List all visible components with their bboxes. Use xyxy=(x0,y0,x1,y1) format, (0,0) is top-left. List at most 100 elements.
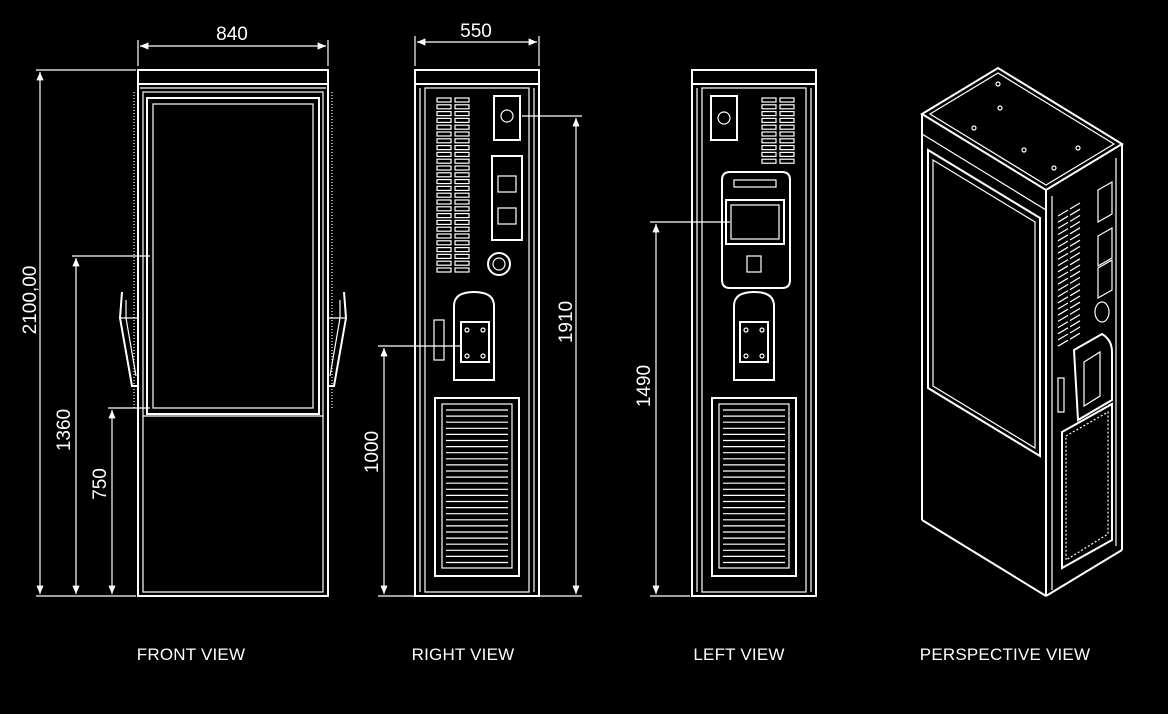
vent-slot xyxy=(436,145,452,151)
vent-slot xyxy=(761,110,777,117)
perspective-view xyxy=(920,66,1124,597)
vent-slot xyxy=(436,179,452,185)
vent-slot xyxy=(1057,271,1069,279)
front-dimensions: 840 2100,00 1360 750 xyxy=(20,24,329,597)
vent-slot xyxy=(1069,332,1081,340)
vent-slot xyxy=(1057,296,1069,304)
vent-slot xyxy=(1057,339,1069,347)
vent-slot xyxy=(1069,301,1081,309)
vent-slot xyxy=(454,124,470,130)
vent-slot xyxy=(454,247,470,253)
vent-slot xyxy=(1057,215,1069,223)
vent-slot xyxy=(454,253,470,259)
vent-slot xyxy=(436,213,452,219)
vent-slot xyxy=(1069,258,1081,266)
right-handle-dim: 1000 xyxy=(362,431,383,473)
vent-slot xyxy=(761,104,777,110)
vent-slot xyxy=(1057,277,1069,285)
vent-slot xyxy=(1057,228,1069,236)
vent-slot xyxy=(454,104,470,110)
vent-slot xyxy=(454,110,470,117)
vent-slot xyxy=(436,124,452,130)
vent-slot xyxy=(761,158,777,164)
vent-slot xyxy=(436,199,452,205)
vent-slot xyxy=(436,97,452,103)
vent-slot xyxy=(1057,265,1069,273)
vent-slot xyxy=(779,145,795,151)
vent-slot xyxy=(1069,270,1081,278)
vent-slot xyxy=(1057,302,1069,310)
vent-slot xyxy=(454,138,470,144)
vent-slot xyxy=(436,117,452,124)
right-dimensions: 550 1910 1000 xyxy=(362,21,582,597)
left-view xyxy=(691,69,817,597)
vent-slot xyxy=(454,260,470,266)
front-width-dim: 840 xyxy=(216,24,248,45)
vent-slot xyxy=(1057,209,1069,217)
vent-slot xyxy=(454,158,470,164)
vent-slot xyxy=(1069,289,1081,297)
right-view-label: RIGHT VIEW xyxy=(411,645,515,664)
vent-slot xyxy=(454,233,470,239)
vent-slot xyxy=(436,172,452,178)
left-view-label: LEFT VIEW xyxy=(693,645,785,664)
vent-slot xyxy=(436,192,452,198)
vent-slot xyxy=(761,151,777,157)
front-view xyxy=(118,69,348,597)
vent-slot xyxy=(1069,314,1081,322)
vent-slot xyxy=(436,165,452,171)
vent-slot xyxy=(1069,326,1081,334)
vent-slot xyxy=(1057,240,1069,248)
vent-slot xyxy=(779,124,795,130)
perspective-view-label: PERSPECTIVE VIEW xyxy=(919,645,1091,664)
vent-slot xyxy=(436,226,452,232)
vent-slot xyxy=(761,97,777,103)
vent-slot xyxy=(779,117,795,124)
vent-slot xyxy=(1057,259,1069,267)
vent-slot xyxy=(1069,233,1081,241)
vent-slot xyxy=(436,253,452,259)
vent-slot xyxy=(779,97,795,103)
vent-slot xyxy=(454,226,470,232)
vent-slot xyxy=(454,185,470,191)
right-width-dim: 550 xyxy=(460,21,492,42)
vent-slot xyxy=(1069,295,1081,303)
right-view xyxy=(414,69,540,597)
vent-slot xyxy=(454,117,470,124)
vent-slot xyxy=(1069,320,1081,328)
vent-slot xyxy=(436,151,452,157)
vent-slot xyxy=(779,158,795,164)
vent-slot xyxy=(761,124,777,130)
vent-slot xyxy=(1069,276,1081,284)
front-screen-top-dim: 1360 xyxy=(54,409,75,451)
vent-slot xyxy=(436,206,452,212)
vent-slot xyxy=(1069,245,1081,253)
vent-slot xyxy=(761,138,777,144)
vent-slot xyxy=(1069,202,1081,210)
vent-slot xyxy=(436,233,452,239)
vent-slot xyxy=(436,247,452,253)
vent-slot xyxy=(1069,252,1081,260)
vent-slot xyxy=(1057,308,1069,316)
vent-slot xyxy=(1057,221,1069,229)
vent-slot xyxy=(779,151,795,157)
vent-slot xyxy=(454,145,470,151)
vent-slot xyxy=(761,117,777,124)
vent-slot xyxy=(454,199,470,205)
vent-slot xyxy=(1057,321,1069,329)
vent-slot xyxy=(454,131,470,137)
vent-slot xyxy=(454,267,470,273)
vent-slot xyxy=(1057,246,1069,254)
vent-slot xyxy=(436,260,452,266)
vent-slot xyxy=(436,240,452,246)
vent-slot xyxy=(436,104,452,110)
vent-slot xyxy=(436,110,452,117)
vent-slot xyxy=(436,267,452,273)
vent-slot xyxy=(1057,314,1069,322)
vent-slot xyxy=(1069,208,1081,216)
vent-slot xyxy=(1057,234,1069,242)
vent-slot xyxy=(1069,307,1081,315)
vent-slot xyxy=(454,240,470,246)
vent-slot xyxy=(1069,214,1081,222)
